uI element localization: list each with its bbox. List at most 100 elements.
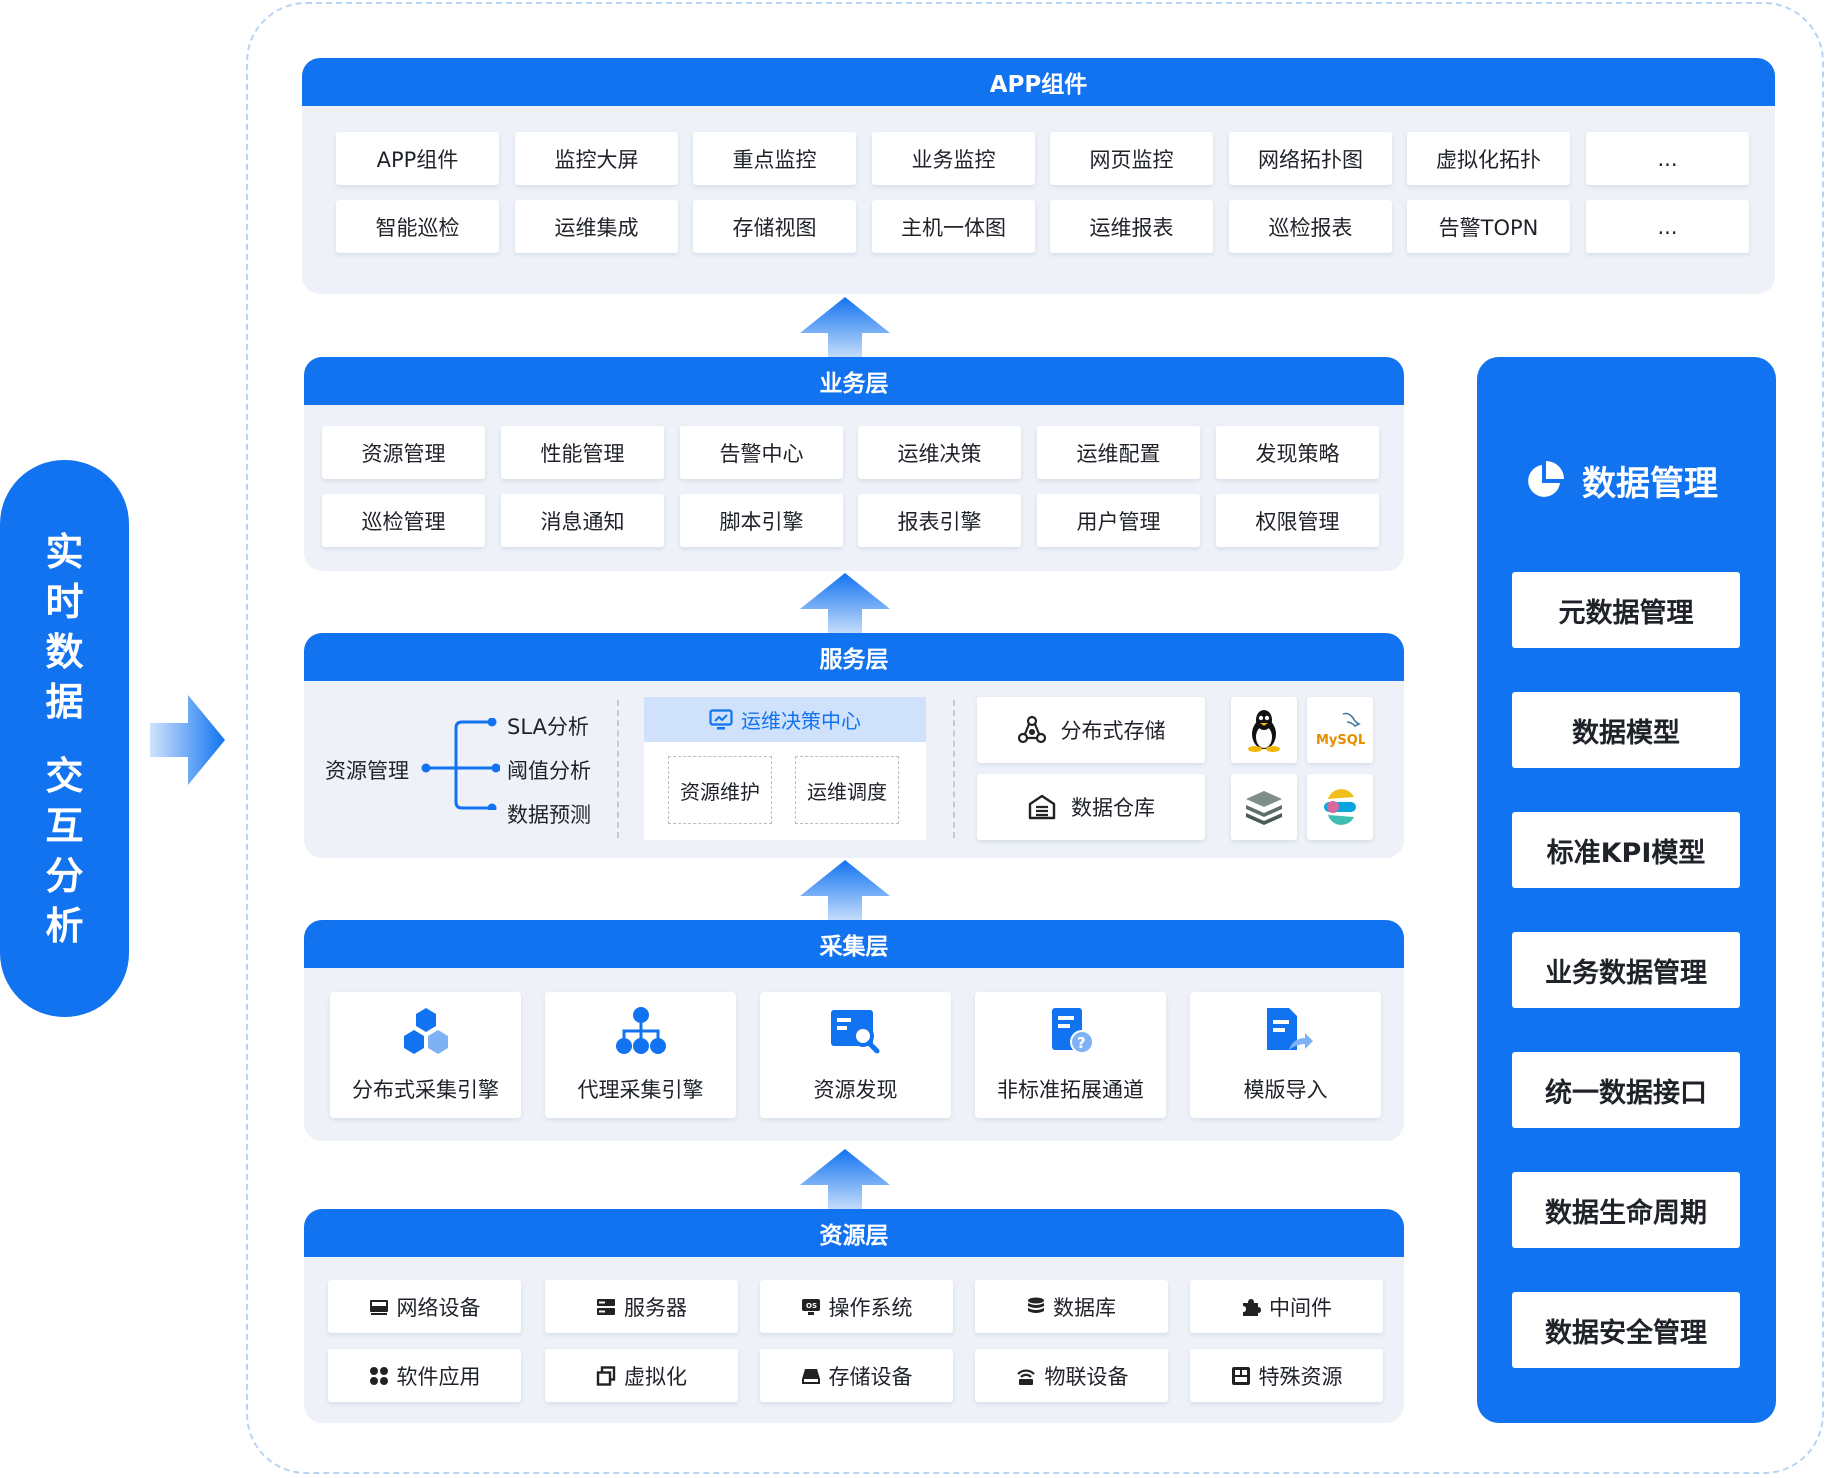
resource-label: 存储设备: [828, 1364, 913, 1389]
distributed-storage-cell: 分布式存储: [977, 697, 1205, 763]
network-device-icon: [369, 1299, 388, 1315]
apps-icon: [369, 1366, 388, 1385]
document-import-icon: [1266, 1008, 1313, 1050]
business-item[interactable]: 用户管理: [1037, 494, 1200, 547]
up-arrow-icon: [800, 1149, 890, 1213]
tree-connector: [421, 718, 500, 810]
resource-item[interactable]: OS 操作系统: [760, 1280, 953, 1333]
resource-item[interactable]: 数据库: [975, 1280, 1168, 1333]
data-management-item[interactable]: 数据模型: [1512, 692, 1740, 768]
collection-label: 分布式采集引擎: [352, 1078, 499, 1102]
collection-card[interactable]: ? 非标准拓展通道: [975, 992, 1166, 1118]
app-component-item[interactable]: 巡检报表: [1229, 200, 1392, 253]
resource-item[interactable]: 网络设备: [328, 1280, 521, 1333]
app-layer-title: APP组件: [302, 58, 1775, 106]
data-management-header: 数据管理: [1524, 456, 1718, 505]
collection-card[interactable]: 代理采集引擎: [545, 992, 736, 1118]
resource-item[interactable]: 软件应用: [328, 1349, 521, 1402]
data-management-item[interactable]: 统一数据接口: [1512, 1052, 1740, 1128]
hierarchy-icon: [615, 1007, 666, 1054]
resource-label: 软件应用: [396, 1364, 481, 1389]
app-component-item[interactable]: 告警TOPN: [1407, 200, 1570, 253]
linux-logo-cell: [1231, 697, 1297, 763]
collection-card[interactable]: 分布式采集引擎: [330, 992, 521, 1118]
data-management-item[interactable]: 元数据管理: [1512, 572, 1740, 648]
app-component-item[interactable]: ...: [1586, 132, 1749, 185]
resource-label: 操作系统: [828, 1295, 913, 1320]
app-component-item[interactable]: 智能巡检: [336, 200, 499, 253]
business-item[interactable]: 性能管理: [501, 426, 664, 479]
resource-item[interactable]: 特殊资源: [1190, 1349, 1383, 1402]
collection-label: 资源发现: [813, 1078, 898, 1102]
business-item[interactable]: 告警中心: [680, 426, 843, 479]
business-item[interactable]: 权限管理: [1216, 494, 1379, 547]
data-management-panel: [1477, 357, 1776, 1423]
app-component-item[interactable]: 运维报表: [1050, 200, 1213, 253]
copy-icon: [596, 1365, 616, 1386]
app-component-item[interactable]: 存储视图: [693, 200, 856, 253]
app-component-item[interactable]: 业务监控: [872, 132, 1035, 185]
collection-label: 代理采集引擎: [577, 1078, 704, 1102]
business-item[interactable]: 巡检管理: [322, 494, 485, 547]
business-item[interactable]: 脚本引擎: [680, 494, 843, 547]
pill-char: 据: [45, 679, 84, 724]
tree-leaf-predict: 数据预测: [507, 803, 591, 827]
pill-char: 分: [45, 853, 84, 898]
collection-label: 模版导入: [1243, 1078, 1328, 1102]
up-arrow-icon: [800, 573, 890, 637]
document-question-icon: ?: [1051, 1008, 1094, 1054]
divider: [617, 700, 619, 838]
resource-item[interactable]: 中间件: [1190, 1280, 1383, 1333]
resource-label: 物联设备: [1044, 1364, 1129, 1389]
realtime-interaction-pill: 实 时 数 据 交 互 分 析: [0, 460, 129, 1017]
distributed-storage-label: 分布式存储: [1060, 719, 1166, 743]
app-component-item[interactable]: 监控大屏: [515, 132, 678, 185]
pill-char: 实: [45, 529, 84, 574]
mysql-logo-text: MySQL: [1316, 733, 1365, 748]
app-component-item[interactable]: APP组件: [336, 132, 499, 185]
data-management-item[interactable]: 业务数据管理: [1512, 932, 1740, 1008]
data-management-item[interactable]: 数据安全管理: [1512, 1292, 1740, 1368]
linux-tux-icon: [1248, 710, 1280, 752]
database-icon: [1028, 1297, 1044, 1313]
elastic-logo-cell: [1307, 774, 1373, 840]
resource-label: 服务器: [624, 1295, 687, 1320]
collection-card[interactable]: 资源发现: [760, 992, 951, 1118]
business-item[interactable]: 运维配置: [1037, 426, 1200, 479]
resource-item[interactable]: 虚拟化: [545, 1349, 738, 1402]
pill-char: 互: [45, 803, 84, 848]
resource-label: 特殊资源: [1258, 1364, 1343, 1389]
data-management-title: 数据管理: [1582, 464, 1718, 504]
distributed-storage-icon: [1017, 715, 1046, 744]
app-component-item[interactable]: 网页监控: [1050, 132, 1213, 185]
business-item[interactable]: 消息通知: [501, 494, 664, 547]
business-item[interactable]: 报表引擎: [858, 494, 1021, 547]
app-component-item[interactable]: 网络拓扑图: [1229, 132, 1392, 185]
data-management-item[interactable]: 数据生命周期: [1512, 1172, 1740, 1248]
resource-item[interactable]: 服务器: [545, 1280, 738, 1333]
divider: [953, 700, 955, 838]
app-component-item[interactable]: 运维集成: [515, 200, 678, 253]
puzzle-icon: [1243, 1298, 1261, 1316]
tree-leaf-threshold: 阈值分析: [507, 759, 591, 783]
data-warehouse-label: 数据仓库: [1071, 796, 1155, 820]
resource-item[interactable]: 物联设备: [975, 1349, 1168, 1402]
data-management-item[interactable]: 标准KPI模型: [1512, 812, 1740, 888]
app-component-item[interactable]: 虚拟化拓扑: [1407, 132, 1570, 185]
data-warehouse-cell: 数据仓库: [977, 774, 1205, 840]
app-component-item[interactable]: ...: [1586, 200, 1749, 253]
iot-icon: [1016, 1369, 1035, 1385]
resource-item[interactable]: 存储设备: [760, 1349, 953, 1402]
pill-char: 时: [45, 579, 84, 624]
decision-item-maintenance: 资源维护: [668, 756, 772, 824]
monitor-icon: [709, 708, 733, 729]
business-item[interactable]: 资源管理: [322, 426, 485, 479]
collection-card[interactable]: 模版导入: [1190, 992, 1381, 1118]
app-component-item[interactable]: 重点监控: [693, 132, 856, 185]
business-item[interactable]: 发现策略: [1216, 426, 1379, 479]
business-item[interactable]: 运维决策: [858, 426, 1021, 479]
elastic-logo-icon: [1324, 789, 1356, 825]
app-component-item[interactable]: 主机一体图: [872, 200, 1035, 253]
pie-chart-icon: [1528, 460, 1564, 497]
resource-label: 中间件: [1269, 1295, 1332, 1320]
